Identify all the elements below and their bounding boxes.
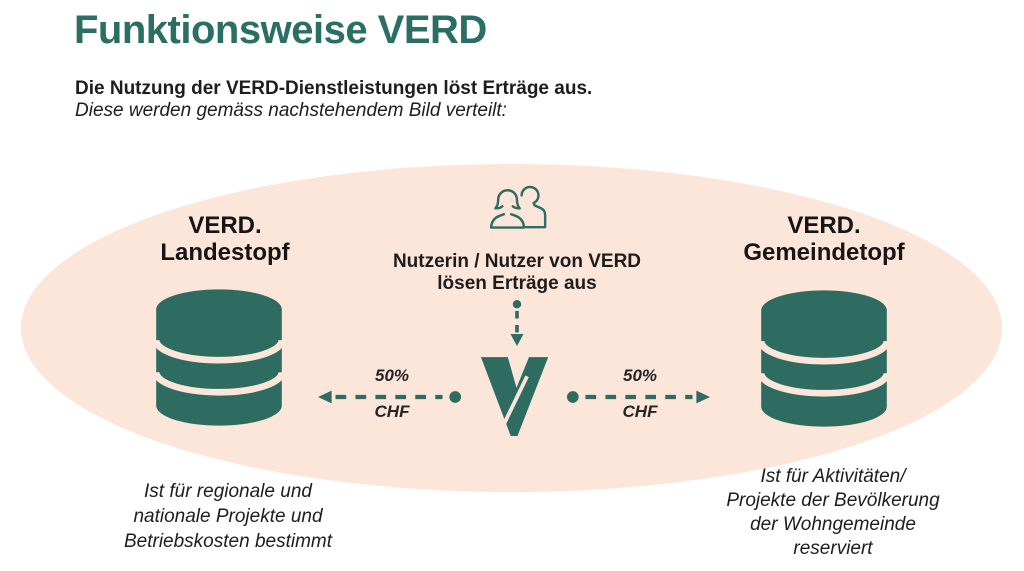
right-flow-currency: CHF [622, 402, 658, 421]
down-arrow-icon [510, 300, 524, 346]
verd-v-logo [480, 357, 549, 437]
page-title: Funktionsweise VERD [74, 8, 487, 52]
left-pot-title: VERD. Landestopf [115, 212, 335, 266]
database-icon [152, 289, 286, 426]
right-pot-caption: Ist für Aktivitäten/ Projekte der Bevölk… [693, 465, 973, 561]
left-caption-line: Betriebskosten bestimmt [123, 531, 333, 552]
right-caption-line: Ist für Aktivitäten/ [760, 466, 906, 487]
right-flow-percent: 50% [622, 366, 658, 385]
center-label-line2: lösen Erträge aus [437, 273, 597, 294]
left-pot-title-line1: VERD. [188, 212, 262, 239]
right-caption-line: reserviert [793, 538, 873, 559]
right-caption-line: Projekte der Bevölkerung [726, 490, 940, 511]
left-pot-caption: Ist für regionale und nationale Projekte… [93, 479, 363, 554]
left-flow-percent: 50% [374, 366, 410, 385]
left-pot-title-line2: Landestopf [160, 239, 290, 266]
users-icon [489, 185, 547, 229]
intro-bold-line: Die Nutzung der VERD-Dienstleistungen lö… [75, 78, 593, 99]
intro-italic-line: Diese werden gemäss nachstehendem Bild v… [75, 100, 507, 121]
right-arrow-icon [566, 390, 710, 404]
left-flow-currency: CHF [374, 402, 410, 421]
left-arrow-icon [318, 390, 462, 404]
right-pot-title-line2: Gemeindetopf [743, 239, 905, 266]
right-caption-line: der Wohngemeinde [750, 514, 916, 535]
left-caption-line: nationale Projekte und [133, 506, 323, 527]
right-pot-title-line1: VERD. [787, 212, 861, 239]
left-caption-line: Ist für regionale und [144, 481, 312, 502]
right-pot-title: VERD. Gemeindetopf [714, 212, 934, 266]
database-icon [757, 290, 891, 427]
center-user-label: Nutzerin / Nutzer von VERD lösen Erträge… [367, 251, 667, 295]
center-label-line1: Nutzerin / Nutzer von VERD [392, 251, 642, 272]
